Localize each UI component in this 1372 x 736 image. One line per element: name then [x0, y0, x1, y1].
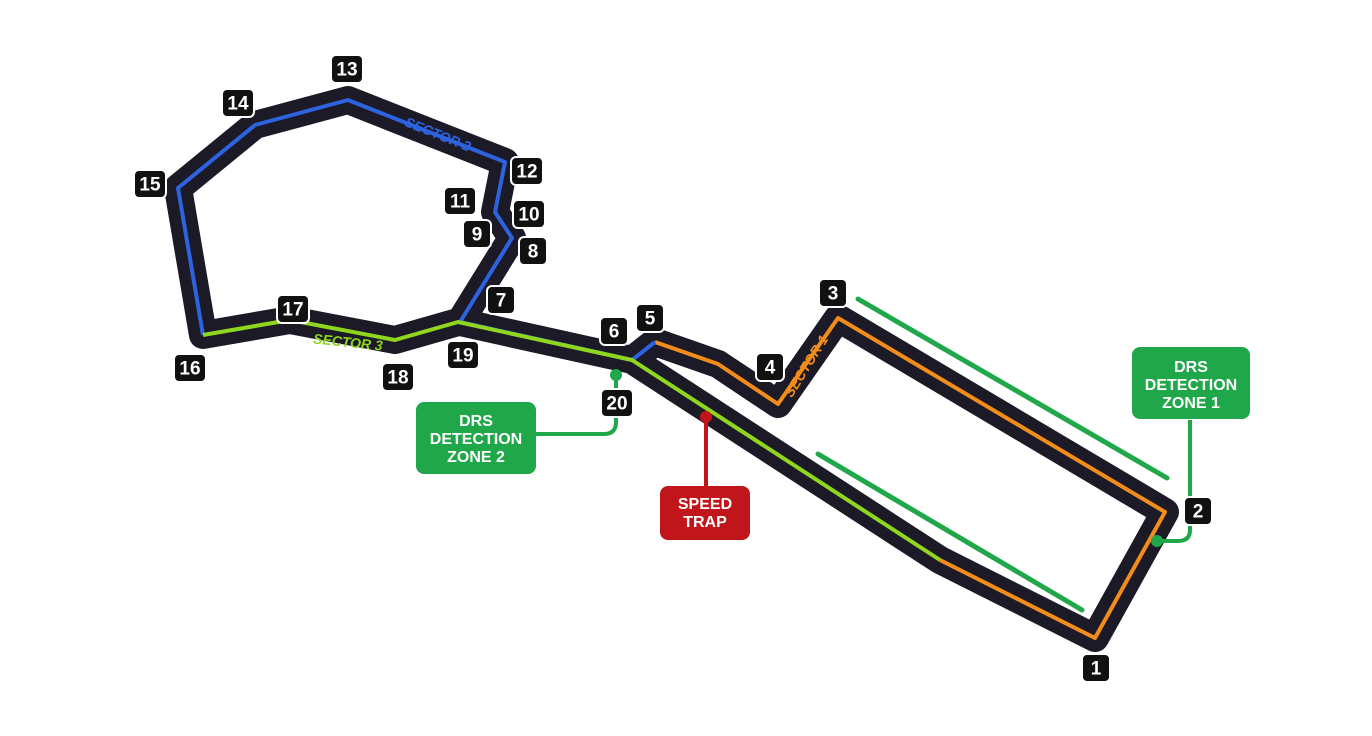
turn-marker-7: 7 — [486, 285, 516, 315]
drs-1-line-3: ZONE 1 — [1162, 395, 1220, 412]
turn-marker-17: 17 — [276, 294, 310, 324]
turn-marker-box — [221, 88, 255, 118]
turn-marker-19: 19 — [446, 340, 480, 370]
turn-marker-box — [1183, 496, 1213, 526]
turn-marker-box — [818, 278, 848, 308]
turn-marker-box — [276, 294, 310, 324]
drs-1-connector — [1157, 420, 1192, 543]
sector-3-line — [202, 318, 942, 562]
turn-number: 10 — [518, 205, 539, 226]
turn-marker-box — [381, 362, 415, 392]
drs-2-line-2: DETECTION — [430, 431, 522, 448]
turn-number: 19 — [452, 346, 473, 367]
turn-marker-box — [599, 316, 629, 346]
drs-zones — [815, 296, 1170, 613]
turn-marker-11: 11 — [443, 186, 477, 216]
turn-marker-3: 3 — [818, 278, 848, 308]
turn-marker-8: 8 — [518, 236, 548, 266]
speed-trap-line-2: TRAP — [683, 514, 727, 531]
drs-detection-zone-1: DRS DETECTION ZONE 1 — [1132, 347, 1250, 547]
turn-number: 5 — [645, 309, 656, 330]
speed-trap-line-1: SPEED — [678, 496, 732, 513]
drs-1-point — [1151, 535, 1163, 547]
turn-number: 1 — [1091, 659, 1102, 680]
turn-number: 12 — [516, 162, 537, 183]
turn-marker-box — [462, 219, 492, 249]
turn-number: 6 — [609, 322, 620, 343]
turn-marker-box — [1081, 653, 1111, 683]
drs-zone-line-2 — [815, 451, 1085, 613]
sector-1-line — [654, 316, 1167, 640]
drs-1-line-2: DETECTION — [1145, 377, 1237, 394]
turn-number: 16 — [179, 359, 200, 380]
turn-marker-box — [133, 169, 167, 199]
drs-detection-zone-2: DRS DETECTION ZONE 2 — [416, 369, 622, 474]
turn-marker-12: 12 — [510, 156, 544, 186]
turn-number: 8 — [528, 242, 539, 263]
turn-marker-16: 16 — [173, 353, 207, 383]
turn-marker-box — [443, 186, 477, 216]
sector-3-label: SECTOR 3 — [312, 330, 383, 353]
turn-number: 14 — [227, 94, 249, 115]
turn-number: 3 — [828, 284, 839, 305]
speed-trap-box — [660, 486, 750, 540]
turn-marker-6: 6 — [599, 316, 629, 346]
turn-number: 13 — [336, 60, 357, 81]
turn-marker-box — [510, 156, 544, 186]
turn-marker-13: 13 — [330, 54, 364, 84]
turn-marker-4: 4 — [755, 352, 785, 382]
turn-marker-18: 18 — [381, 362, 415, 392]
turn-marker-14: 14 — [221, 88, 255, 118]
turn-marker-box — [635, 303, 665, 333]
turn-number: 15 — [139, 175, 161, 196]
turn-marker-9: 9 — [462, 219, 492, 249]
drs-2-line-1: DRS — [459, 413, 493, 430]
drs-2-box — [416, 402, 536, 474]
track-outline — [164, 86, 1179, 652]
drs-2-line-3: ZONE 2 — [447, 449, 505, 466]
drs-1-line-1: DRS — [1174, 359, 1208, 376]
turn-number: 4 — [765, 358, 776, 379]
turn-marker-box — [173, 353, 207, 383]
speed-trap-point — [700, 411, 712, 423]
turn-marker-box — [330, 54, 364, 84]
turn-marker-2: 2 — [1183, 496, 1213, 526]
turn-marker-box — [446, 340, 480, 370]
drs-2-point — [610, 369, 622, 381]
turn-number: 9 — [472, 225, 483, 246]
turn-marker-10: 10 — [512, 199, 546, 229]
turn-number: 20 — [606, 394, 627, 415]
turn-marker-5: 5 — [635, 303, 665, 333]
turn-marker-1: 1 — [1081, 653, 1111, 683]
turn-number: 11 — [450, 192, 471, 213]
drs-zone-line-1 — [855, 296, 1170, 481]
turn-marker-20: 20 — [600, 388, 634, 418]
turn-marker-box — [518, 236, 548, 266]
turn-number: 18 — [387, 368, 408, 389]
turn-marker-box — [512, 199, 546, 229]
turn-number: 2 — [1193, 502, 1204, 523]
turn-number: 7 — [496, 291, 507, 312]
turn-marker-box — [755, 352, 785, 382]
turn-marker-15: 15 — [133, 169, 167, 199]
drs-1-box — [1132, 347, 1250, 419]
speed-trap: SPEED TRAP — [660, 411, 750, 540]
turn-marker-box — [486, 285, 516, 315]
turn-number: 17 — [282, 300, 303, 321]
turn-marker-box — [600, 388, 634, 418]
drs-2-connector — [535, 375, 618, 436]
